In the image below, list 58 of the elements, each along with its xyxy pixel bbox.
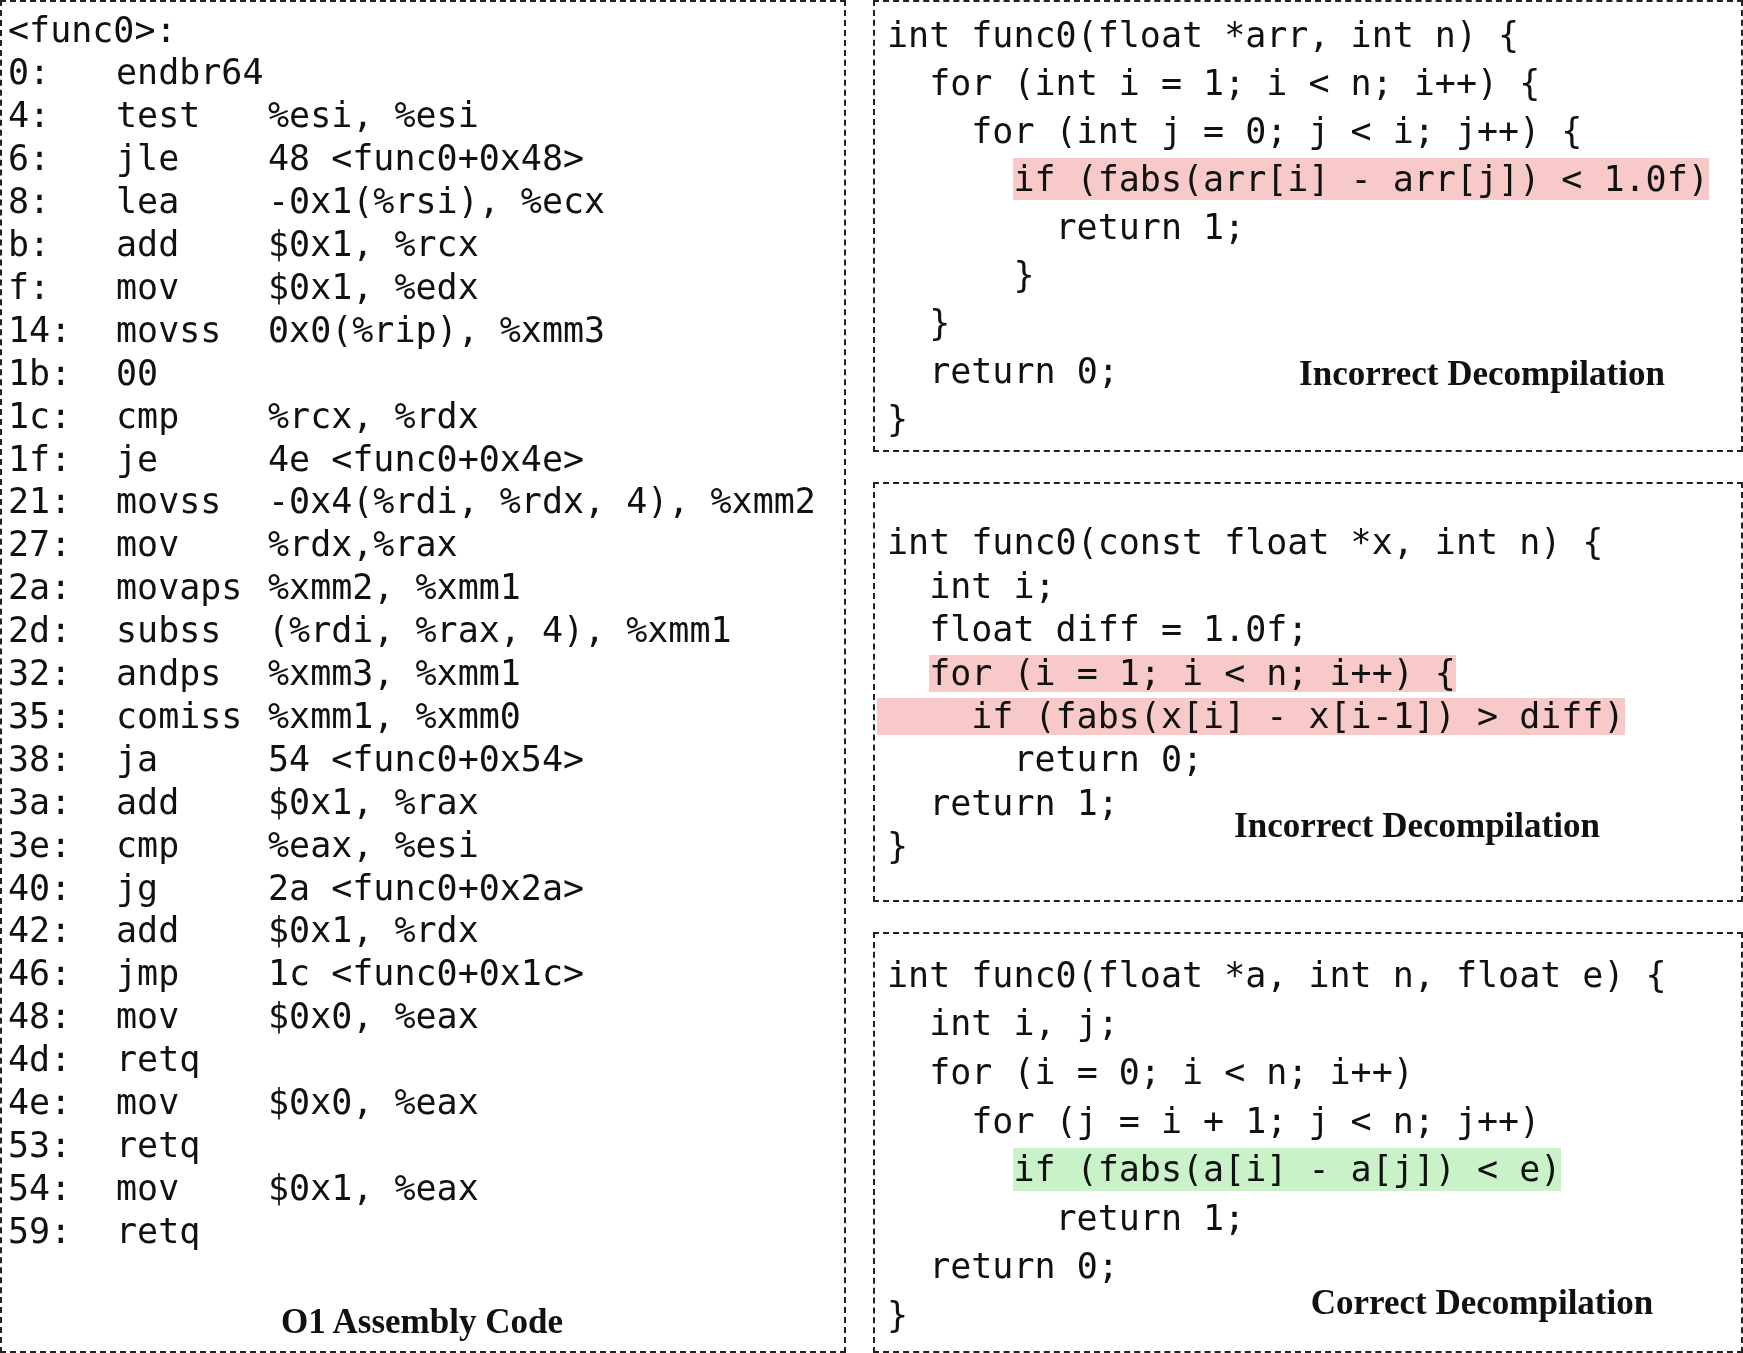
code-line: int func0(const float *x, int n) { [887,521,1604,565]
assembly-line: 1b: 00 [8,351,159,395]
panel-caption: O1 Assembly Code [280,1301,564,1343]
assembly-line: 54: mov $0x1, %eax [8,1166,479,1210]
code-panel [873,932,1743,1353]
assembly-line: 3e: cmp %eax, %esi [8,823,479,867]
assembly-line: b: add $0x1, %rcx [8,223,479,266]
code-line: return 0; [929,350,1119,393]
assembly-line: 35: comiss %xmm1, %xmm0 [8,694,521,738]
assembly-line: <func0>: [8,8,177,52]
panel-caption: Incorrect Decompilation [1298,353,1666,395]
assembly-line: 46: jmp 1c <func0+0x1c> [8,952,585,996]
code-line: } [887,398,909,441]
assembly-line: 27: mov %rdx,%rax [8,523,458,567]
panel-caption: Incorrect Decompilation [1233,805,1601,847]
code-line: } [929,302,951,345]
code-line: for (i = 0; i < n; i++) [929,1050,1414,1094]
code-panel [873,0,1743,452]
assembly-line: 6: jle 48 <func0+0x48> [8,137,585,181]
code-line: for (j = i + 1; j < n; j++) [971,1099,1541,1143]
assembly-line: 38: ja 54 <func0+0x54> [8,737,585,781]
code-panel [0,0,846,1353]
assembly-line: 40: jg 2a <func0+0x2a> [8,866,585,910]
panel-caption: Correct Decompilation [1309,1282,1655,1324]
assembly-line: 4: test %esi, %esi [8,94,479,138]
assembly-line: 48: mov $0x0, %eax [8,995,479,1039]
assembly-line: 1c: cmp %rcx, %rdx [8,394,479,438]
assembly-line: 32: andps %xmm3, %xmm1 [8,652,521,695]
code-line: } [1013,254,1035,297]
code-line: int func0(float *arr, int n) { [887,14,1520,57]
code-line: return 0; [929,1245,1119,1289]
code-line: int i; [929,564,1056,608]
assembly-line: 2d: subss (%rdi, %rax, 4), %xmm1 [8,609,732,653]
assembly-line: 4d: retq [8,1038,201,1082]
code-line: return 1; [1055,1196,1246,1240]
code-line: for (int j = 0; j < i; j++) { [971,110,1583,153]
assembly-line: 1f: je 4e <func0+0x4e> [8,437,585,481]
code-line: for (int i = 1; i < n; i++) { [929,62,1541,105]
code-panel [873,482,1743,902]
assembly-line: 4e: mov $0x0, %eax [8,1081,479,1124]
assembly-line: 3a: add $0x1, %rax [8,780,479,824]
assembly-line: 2a: movaps %xmm2, %xmm1 [8,566,521,610]
code-line: float diff = 1.0f; [929,608,1309,652]
assembly-line: 42: add $0x1, %rdx [8,909,479,953]
assembly-line: 14: movss 0x0(%rip), %xmm3 [8,308,606,352]
assembly-line: f: mov $0x1, %edx [8,265,479,309]
assembly-line: 53: retq [8,1123,201,1167]
assembly-line: 21: movss -0x4(%rdi, %rdx, 4), %xmm2 [8,480,816,524]
assembly-line: 59: retq [8,1209,201,1253]
code-line: return 1; [1055,206,1246,249]
code-line: return 0; [1013,738,1204,782]
code-line: } [887,1293,909,1337]
code-line: return 1; [929,781,1119,825]
assembly-line: 0: endbr64 [8,51,264,95]
code-line: } [887,825,909,869]
assembly-line: 8: lea -0x1(%rsi), %ecx [8,180,606,224]
code-line: int i, j; [929,1002,1119,1046]
code-line: int func0(float *a, int n, float e) { [887,953,1667,997]
